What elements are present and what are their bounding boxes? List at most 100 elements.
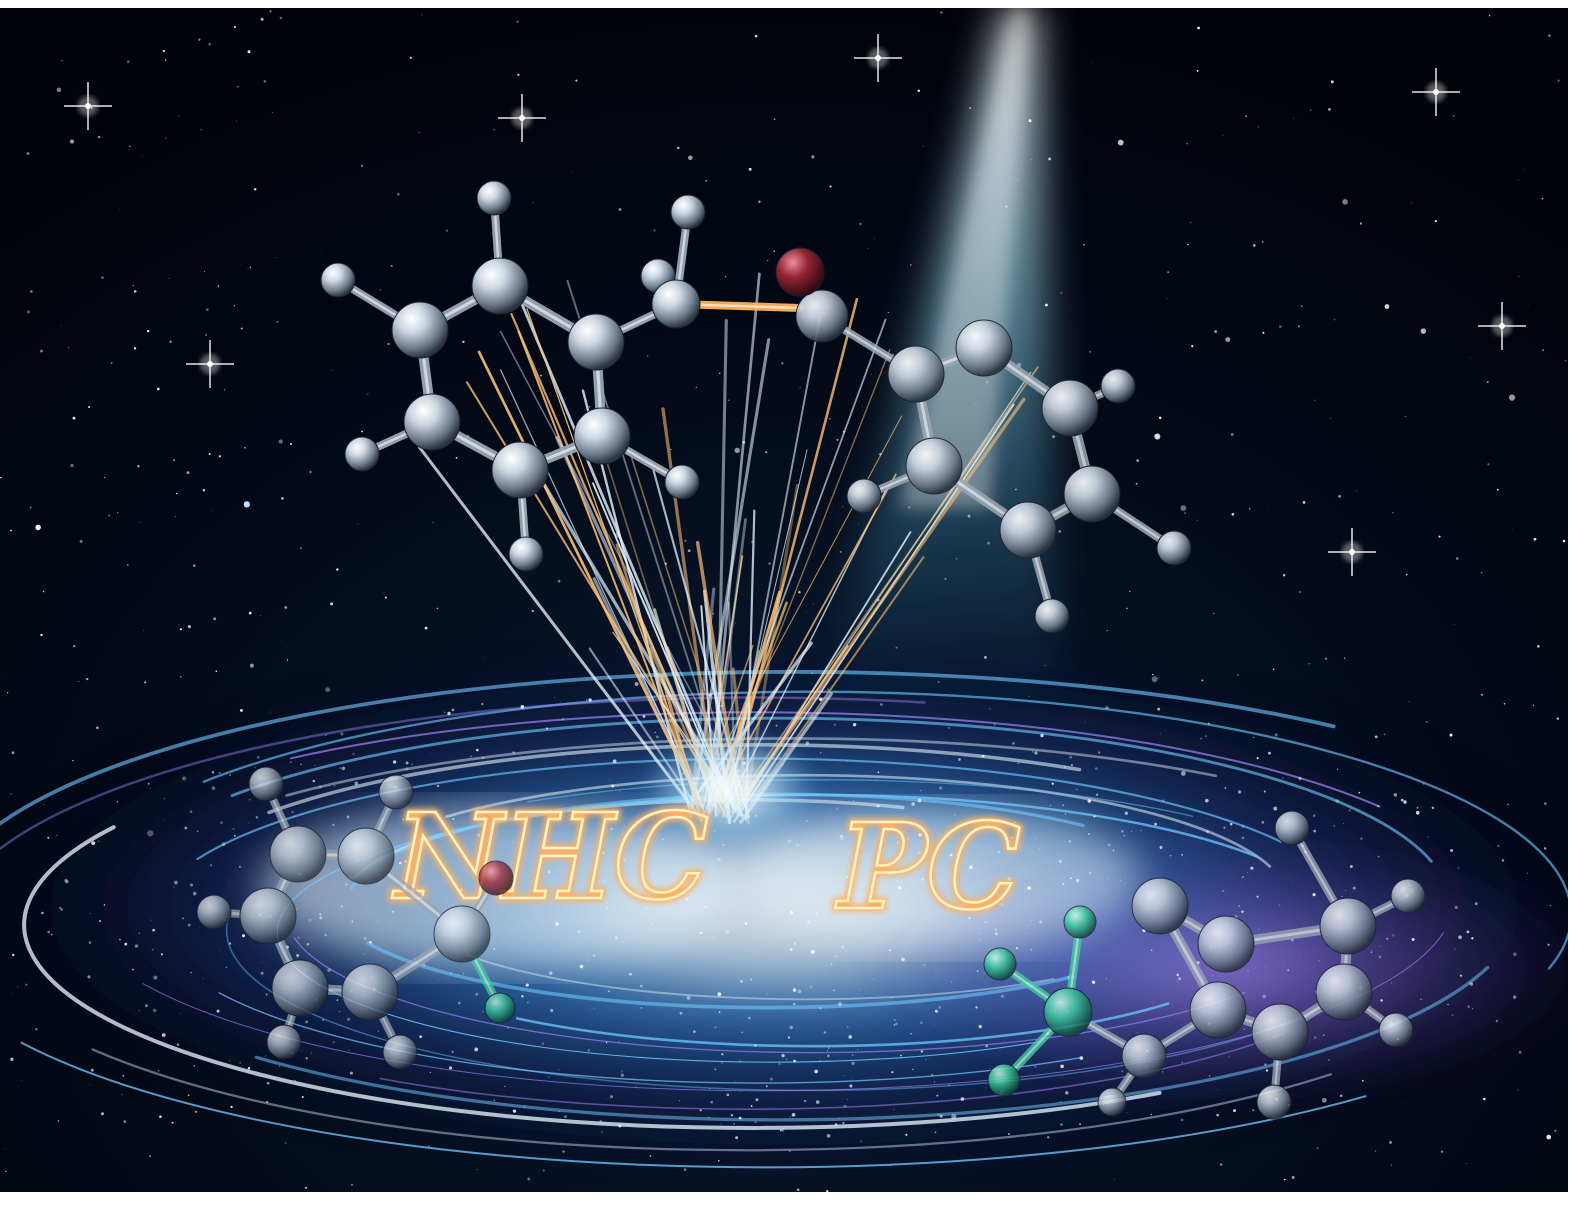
galaxy-star (1243, 1028, 1245, 1031)
galaxy-star (1256, 757, 1259, 760)
galaxy-star (554, 696, 555, 698)
galaxy-star (247, 1066, 251, 1070)
galaxy-star (1394, 838, 1396, 839)
bright-star (854, 34, 902, 82)
galaxy-star (1049, 951, 1051, 953)
galaxy-star (920, 1050, 924, 1053)
galaxy-star (985, 1044, 988, 1048)
galaxy-star (1093, 815, 1096, 818)
star (169, 340, 172, 343)
galaxy-star (351, 920, 354, 923)
galaxy-star (228, 942, 232, 945)
galaxy-star (527, 1001, 529, 1004)
atom (1121, 1033, 1167, 1079)
galaxy-star (402, 818, 404, 821)
star (1117, 139, 1124, 146)
galaxy-star (1162, 1071, 1164, 1073)
galaxy-star (1377, 805, 1380, 808)
star (1541, 197, 1544, 200)
galaxy-star (793, 1059, 796, 1063)
star (1453, 115, 1455, 117)
galaxy-star (1131, 830, 1132, 832)
galaxy-star (933, 1081, 935, 1083)
star (1532, 704, 1535, 707)
galaxy-star (981, 754, 985, 758)
fragment-lower-left (196, 766, 516, 1070)
star (588, 405, 591, 408)
star (571, 171, 572, 173)
galaxy-star (806, 920, 811, 924)
atom (1315, 963, 1373, 1021)
galaxy-star (823, 1031, 826, 1034)
galaxy-star (838, 1002, 842, 1006)
galaxy-star (1017, 762, 1020, 765)
galaxy-star (319, 785, 322, 789)
galaxy-star (1040, 734, 1044, 738)
star (688, 155, 693, 161)
galaxy-star (1427, 836, 1429, 838)
atom (987, 1063, 1021, 1097)
star (826, 1190, 829, 1192)
galaxy-star (161, 1033, 166, 1037)
star (1389, 1141, 1393, 1144)
galaxy-star (429, 1071, 431, 1073)
galaxy-star (1034, 751, 1038, 755)
galaxy-star (319, 913, 322, 916)
star (798, 591, 801, 594)
star (240, 708, 243, 712)
spark (715, 318, 728, 800)
star (1344, 657, 1346, 659)
star (1136, 459, 1139, 462)
star (618, 208, 622, 211)
atom (1043, 987, 1093, 1037)
artwork-frame: NHC NHC PC PC (0, 8, 1568, 1192)
star (484, 657, 486, 658)
star (281, 497, 284, 500)
galaxy-star (564, 1115, 567, 1119)
star (198, 38, 201, 41)
galaxy-star (851, 1061, 855, 1065)
star (175, 515, 177, 517)
star (285, 1142, 287, 1144)
galaxy-star (1087, 799, 1092, 803)
star (271, 111, 273, 113)
galaxy-star (294, 816, 296, 818)
star (179, 628, 182, 631)
galaxy-star (602, 851, 605, 854)
galaxy-star (306, 943, 310, 946)
galaxy-star (138, 932, 141, 934)
galaxy-star (726, 930, 730, 934)
galaxy-star (398, 861, 402, 865)
star (1420, 328, 1427, 334)
star (557, 579, 561, 583)
galaxy-star (893, 1024, 896, 1026)
atom (269, 825, 327, 883)
benzene-ring-right (775, 247, 1192, 634)
galaxy-star (1378, 955, 1382, 959)
galaxy-star (305, 1057, 308, 1060)
star (79, 539, 83, 543)
star (829, 418, 831, 420)
galaxy-star (47, 930, 51, 934)
galaxy-star (892, 828, 894, 830)
galaxy-star (474, 1047, 479, 1052)
star (60, 324, 62, 326)
star (276, 320, 279, 323)
star (754, 34, 758, 38)
atom (1197, 915, 1255, 973)
galaxy-star (685, 897, 689, 901)
star (260, 17, 264, 21)
atom (573, 407, 631, 465)
galaxy-star (740, 980, 743, 983)
star (383, 592, 385, 594)
galaxy-star (917, 798, 922, 803)
galaxy-star (216, 1009, 220, 1013)
galaxy-star (1012, 742, 1015, 745)
galaxy-star (1349, 865, 1353, 869)
star (96, 726, 99, 730)
atom (999, 501, 1057, 559)
star (243, 501, 250, 508)
galaxy-star (877, 771, 880, 774)
galaxy-star (851, 1078, 853, 1080)
galaxy-star (734, 1081, 736, 1083)
